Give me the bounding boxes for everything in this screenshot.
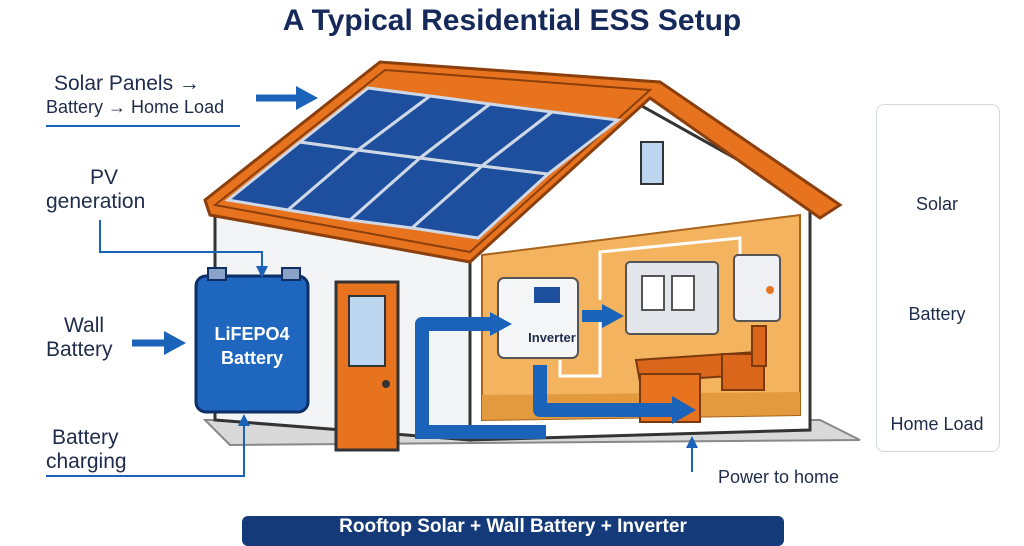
- legend-label-home-load: Home Load: [890, 414, 984, 434]
- callout-wall-line1: Wall: [64, 314, 105, 337]
- solar-array: [224, 86, 622, 240]
- ac-wiring: [598, 236, 742, 300]
- meter-indicator: [766, 286, 774, 294]
- battery-line-2: Battery: [221, 348, 283, 368]
- callout-arrowhead: [256, 266, 268, 278]
- callout-pv-line1: PV: [90, 166, 119, 189]
- page-title: A Typical Residential ESS Setup: [282, 4, 742, 37]
- callout-arrowhead: [164, 331, 186, 355]
- callout-line-pv: [99, 220, 263, 268]
- legend-label-battery: Battery: [908, 304, 966, 324]
- inverter-label: Inverter: [528, 330, 576, 345]
- legend-label-solar: Solar: [915, 194, 959, 214]
- callout-arrowhead: [296, 86, 318, 110]
- footer-text: Rooftop Solar + Wall Battery + Inverter: [339, 516, 687, 537]
- flow-battery-to-inverter: [415, 317, 492, 432]
- callout-charging-line1: Battery: [52, 426, 119, 449]
- footer-banner: Rooftop Solar + Wall Battery + Inverter: [242, 516, 784, 546]
- gable-window: [640, 141, 664, 185]
- battery-terminal: [281, 267, 301, 281]
- callout-arrowhead: [686, 436, 698, 448]
- flow-arrowhead: [672, 396, 696, 424]
- battery-terminal: [207, 267, 227, 281]
- inverter-display: [534, 287, 560, 303]
- callout-charging-line2: charging: [46, 450, 127, 473]
- callout-line-charging: [46, 424, 245, 477]
- door-window: [348, 295, 386, 367]
- battery-line-1: LiFEPO4: [214, 324, 289, 344]
- callout-power-to-home: Power to home: [718, 467, 840, 487]
- breaker: [641, 275, 665, 311]
- callout-pv-line2: generation: [46, 190, 146, 213]
- callout-solar-line2: Battery → Home Load: [46, 97, 225, 117]
- callout-solar-line1: Solar Panels →: [54, 72, 200, 95]
- flow-inverter-to-home: [533, 365, 676, 417]
- callout-wall-line2: Battery: [46, 338, 113, 361]
- door-knob: [382, 380, 390, 388]
- solar-panel: [478, 110, 622, 176]
- wall-battery: [194, 274, 310, 414]
- flow-arrowhead: [490, 312, 512, 336]
- ac-wiring: [558, 322, 602, 378]
- flow-arrowhead: [602, 304, 624, 328]
- chair-back: [751, 325, 767, 367]
- legend-panel: [876, 104, 1000, 452]
- callout-arrowhead: [238, 414, 250, 426]
- breaker: [671, 275, 695, 311]
- meter-box: [733, 254, 781, 322]
